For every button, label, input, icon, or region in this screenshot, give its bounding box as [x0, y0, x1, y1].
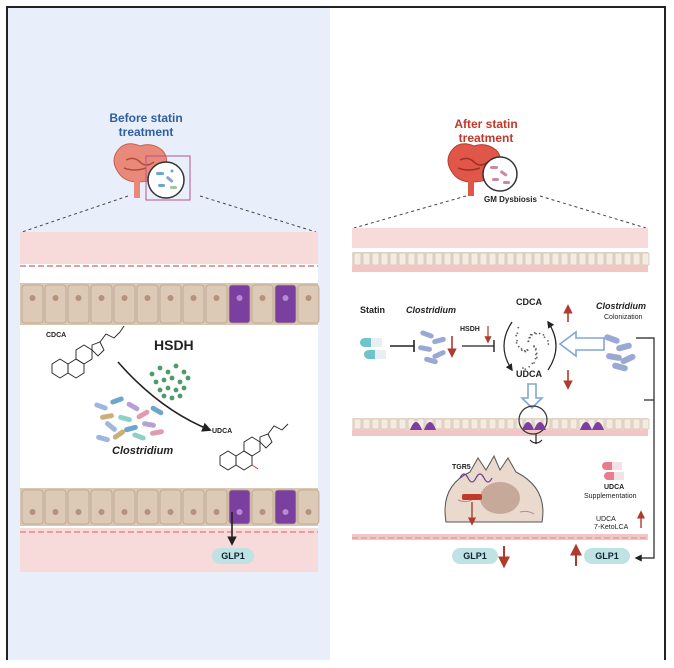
epithelial-cell: [159, 284, 182, 324]
clostridium-bacteria-left: [94, 396, 164, 443]
after-title-line1: After statin: [454, 117, 518, 131]
udca-keto-label-line1: UDCA: [596, 516, 616, 523]
epithelial-cell: [159, 489, 182, 525]
glp1-pill-right-down: GLP1: [452, 548, 498, 564]
colonization-label: Colonization: [604, 314, 643, 321]
epithelial-cell: [297, 489, 320, 525]
cycle-arrow: [547, 320, 557, 371]
udca-supp-label-line1: UDCA: [604, 484, 625, 491]
bile-acid-dots-right: [515, 326, 550, 370]
magnifier-bacteria-icon-left: [145, 155, 191, 201]
tgr5-label: TGR5: [452, 464, 471, 471]
epithelial-cell: [136, 489, 159, 525]
epithelial-cell: [205, 284, 228, 324]
udca-supp-label-line2: Supplementation: [584, 493, 637, 500]
epithelial-cell: [67, 489, 90, 525]
clostridium-label-right: Clostridium: [406, 305, 457, 315]
clostridium-colonization-label: Clostridium: [596, 301, 647, 311]
l-cell: [274, 489, 297, 525]
epithelial-cell: [251, 489, 274, 525]
l-cell: [444, 454, 544, 523]
zoom-line: [199, 195, 317, 233]
epithelial-cell: [113, 489, 136, 525]
feedback-arrow: [634, 337, 655, 562]
glp1-pill-left: GLP1: [212, 548, 254, 564]
epithelial-cell: [297, 284, 320, 324]
udca-label-right: UDCA: [516, 369, 542, 379]
cdca-label-right: CDCA: [516, 297, 542, 307]
hsdh-label-right: HSDH: [460, 326, 480, 333]
conversion-arrow-left: [117, 361, 212, 432]
l-cell: [228, 284, 251, 324]
epithelial-cell: [113, 284, 136, 324]
udca-keto-label-line2: 7-KetoLCA: [594, 524, 629, 531]
epithelial-cell: [21, 284, 44, 324]
udca-supplement-pills-icon: [602, 462, 624, 480]
epithelial-cell: [182, 489, 205, 525]
epithelial-cell: [67, 284, 90, 324]
statin-label: Statin: [360, 305, 386, 315]
after-title-line2: treatment: [458, 131, 514, 145]
clostridium-bacteria-right: [418, 330, 446, 365]
colonization-hollow-arrow: [558, 330, 605, 358]
magnifier-bacteria-icon-right: [482, 156, 518, 192]
clostridium-colonization-bacteria: [604, 334, 636, 372]
statin-pills-icon: [360, 338, 386, 359]
hsdh-enzyme-dots: [149, 363, 191, 401]
epithelium-top-right: [352, 252, 650, 272]
before-title-line1: Before statin: [109, 111, 183, 125]
epithelial-cell: [21, 489, 44, 525]
epithelial-cell: [205, 489, 228, 525]
hsdh-label-left: HSDH: [154, 337, 194, 353]
cdca-label-left: CDCA: [46, 332, 67, 339]
zoom-line: [21, 195, 129, 233]
zoom-line: [539, 195, 647, 229]
glp1-pill-right-up: GLP1: [584, 548, 630, 564]
epithelial-cell: [251, 284, 274, 324]
epithelial-cell: [90, 489, 113, 525]
before-title-line2: treatment: [118, 125, 174, 139]
cdca-structure-left: [51, 325, 125, 379]
udca-hollow-down-arrow: [520, 383, 544, 410]
clostridium-label-left: Clostridium: [112, 445, 174, 457]
gm-dysbiosis-label: GM Dysbiosis: [484, 195, 537, 204]
lcells-right-mid: [410, 405, 604, 435]
epithelial-cell: [44, 489, 67, 525]
tgr5-receptor-icon: [459, 473, 493, 483]
udca-structure-left: [219, 423, 289, 471]
epithelial-cell: [136, 284, 159, 324]
zoom-line: [353, 195, 467, 229]
udca-label-left: UDCA: [212, 428, 233, 435]
epithelial-cell: [90, 284, 113, 324]
cycle-arrow: [503, 321, 513, 372]
epithelium-top-left: [20, 283, 320, 325]
l-cell: [274, 284, 297, 324]
epithelial-cell: [182, 284, 205, 324]
l-cell: [228, 489, 251, 525]
epithelium-bottom-left: [20, 488, 320, 526]
camp-icon: [462, 494, 482, 500]
epithelial-cell: [44, 284, 67, 324]
